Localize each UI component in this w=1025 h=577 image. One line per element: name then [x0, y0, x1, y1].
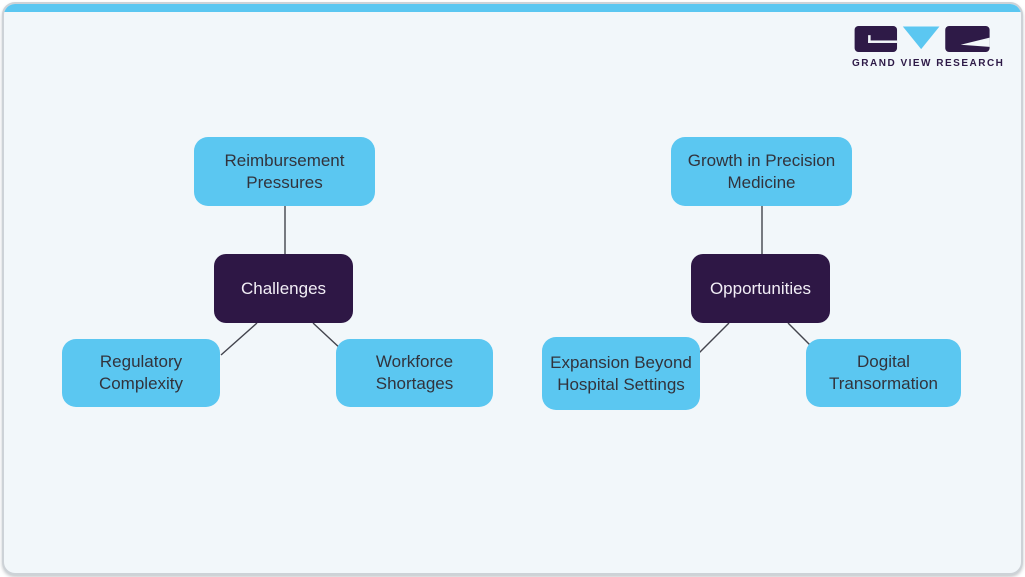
gvr-logo-icon: [854, 26, 990, 53]
node-label: Expansion Beyond Hospital Settings: [550, 352, 692, 394]
node-label: Workforce Shortages: [375, 352, 454, 393]
node-expansion-beyond-hospital: Expansion Beyond Hospital Settings: [542, 337, 700, 410]
node-regulatory-complexity: Regulatory Complexity: [62, 339, 220, 407]
node-opportunities: Opportunities: [691, 254, 830, 323]
node-label: Reimbursement Pressures: [224, 150, 345, 192]
gvr-logo-text: GRAND VIEW RESEARCH: [852, 58, 1005, 69]
node-reimbursement-pressures: Reimbursement Pressures: [194, 137, 375, 206]
node-label: Regulatory Complexity: [98, 352, 184, 393]
node-digital-transformation: Dogital Transormation: [806, 339, 961, 407]
node-workforce-shortages: Workforce Shortages: [336, 339, 493, 407]
node-label: Opportunities: [709, 278, 812, 298]
node-challenges: Challenges: [214, 254, 353, 323]
node-label: Challenges: [240, 278, 327, 298]
gvr-logo: GRAND VIEW RESEARCH: [852, 26, 1005, 69]
top-accent-bar: [4, 4, 1021, 12]
node-label: Growth in Precision Medicine: [687, 150, 836, 192]
node-label: Dogital Transormation: [829, 352, 938, 393]
node-growth-precision-medicine: Growth in Precision Medicine: [671, 137, 852, 206]
